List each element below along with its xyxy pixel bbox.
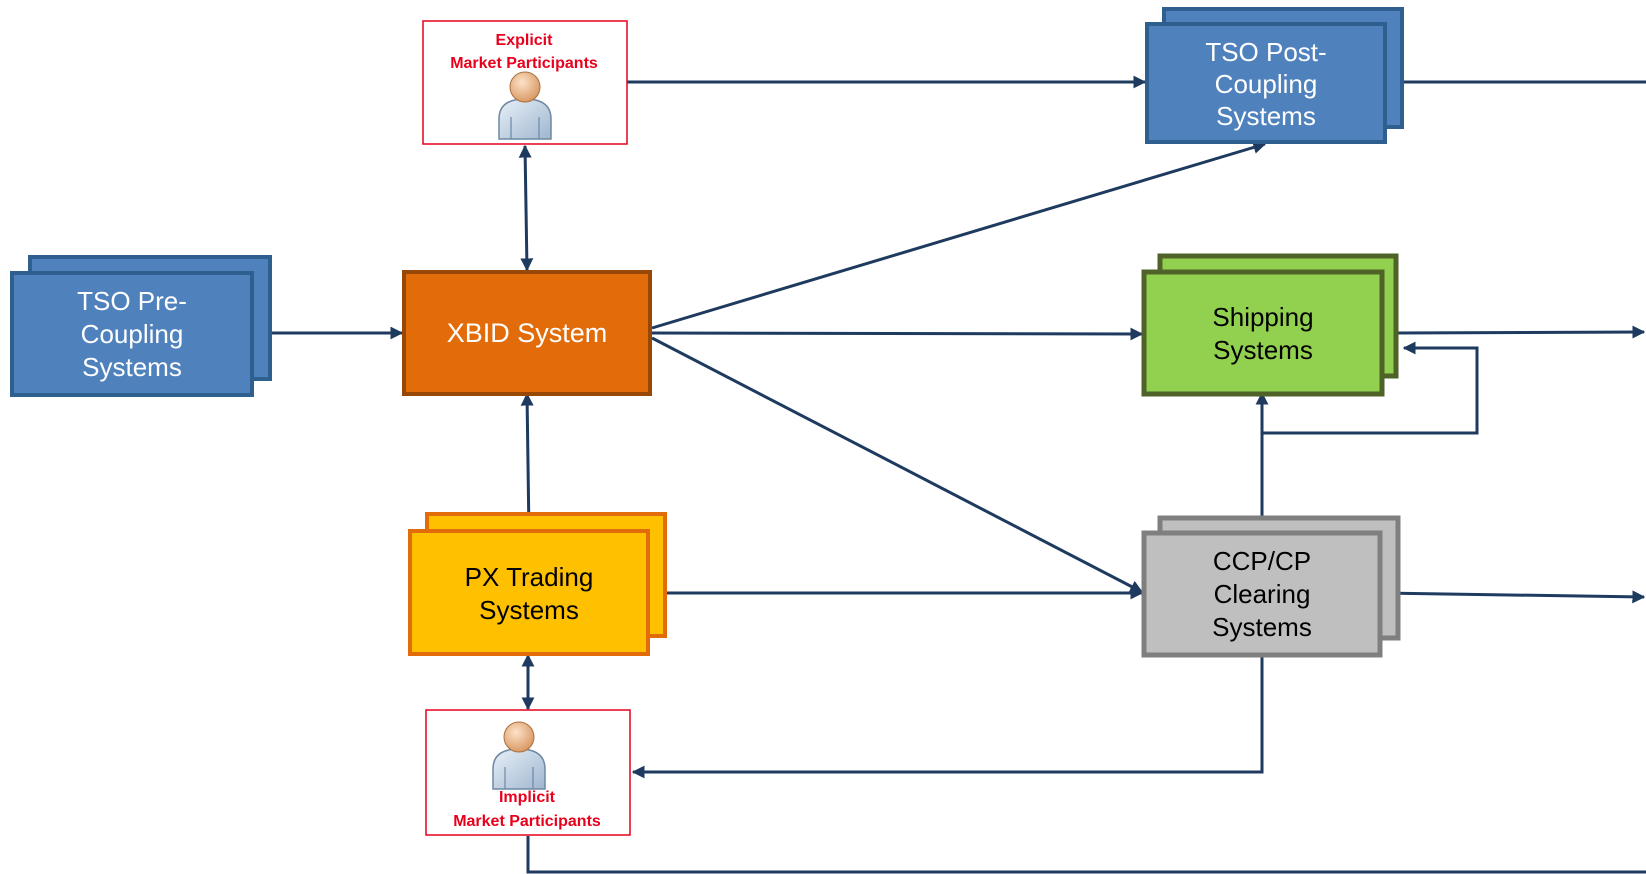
connector-ccp-to-right: [1379, 590, 1646, 604]
node-label-line: Systems: [479, 595, 579, 625]
node-px-trading-systems: PX Trading Systems: [408, 512, 667, 656]
node-box: [402, 270, 652, 396]
node-shipping-systems: Shipping Systems: [1141, 253, 1399, 397]
connector-implicit-to-bottom: [526, 836, 1646, 874]
participant-label-line: Explicit: [496, 32, 554, 49]
participant-label-line: Implicit: [499, 789, 556, 806]
node-explicit-participants: Explicit Market Participants: [422, 20, 628, 145]
connector-shipping-loop: [1262, 341, 1479, 435]
node-box: [1141, 530, 1383, 658]
node-box: [1145, 22, 1387, 144]
node-xbid-system: XBID System: [402, 270, 652, 396]
participant-label-line: Market Participants: [453, 813, 601, 830]
node-label-line: TSO Post-: [1205, 37, 1326, 67]
node-label-line: CCP/CP: [1213, 546, 1311, 576]
connector-xbid-to-shipping: [651, 327, 1144, 341]
node-label-line: TSO Pre-: [77, 286, 187, 316]
node-label-line: XBID System: [447, 318, 608, 348]
node-tso-pre-coupling: TSO Pre- Coupling Systems: [10, 255, 272, 397]
person-icon: [492, 721, 546, 790]
node-ccp-clearing-systems: CCP/CP Clearing Systems: [1141, 515, 1401, 658]
node-label-line: Coupling: [81, 319, 184, 349]
node-label-line: Coupling: [1215, 69, 1318, 99]
connector-xbid-px: [520, 392, 536, 536]
person-icon: [498, 71, 552, 140]
node-label-line: Clearing: [1214, 579, 1311, 609]
node-label-line: Shipping: [1212, 302, 1313, 332]
node-box: [408, 529, 650, 656]
node-label-line: Systems: [1216, 101, 1316, 131]
node-label-line: Systems: [1212, 612, 1312, 642]
node-box: [10, 271, 254, 397]
node-label-line: PX Trading: [465, 562, 594, 592]
node-label-line: Systems: [82, 352, 182, 382]
connector-ccp-to-implicit: [631, 656, 1264, 779]
connector-xbid-to-tso-post: [651, 141, 1267, 330]
connector-xbid-to-ccp: [651, 336, 1144, 594]
connector-explicit-xbid: [518, 144, 534, 272]
node-box: [1141, 269, 1385, 397]
connector-shipping-to-right: [1383, 325, 1646, 339]
participant-label-line: Market Participants: [450, 55, 598, 72]
node-tso-post-coupling: TSO Post- Coupling Systems: [1145, 7, 1404, 144]
node-implicit-participants: Implicit Market Participants: [425, 709, 631, 836]
node-label-line: Systems: [1213, 335, 1313, 365]
connectors: [258, 75, 1646, 874]
